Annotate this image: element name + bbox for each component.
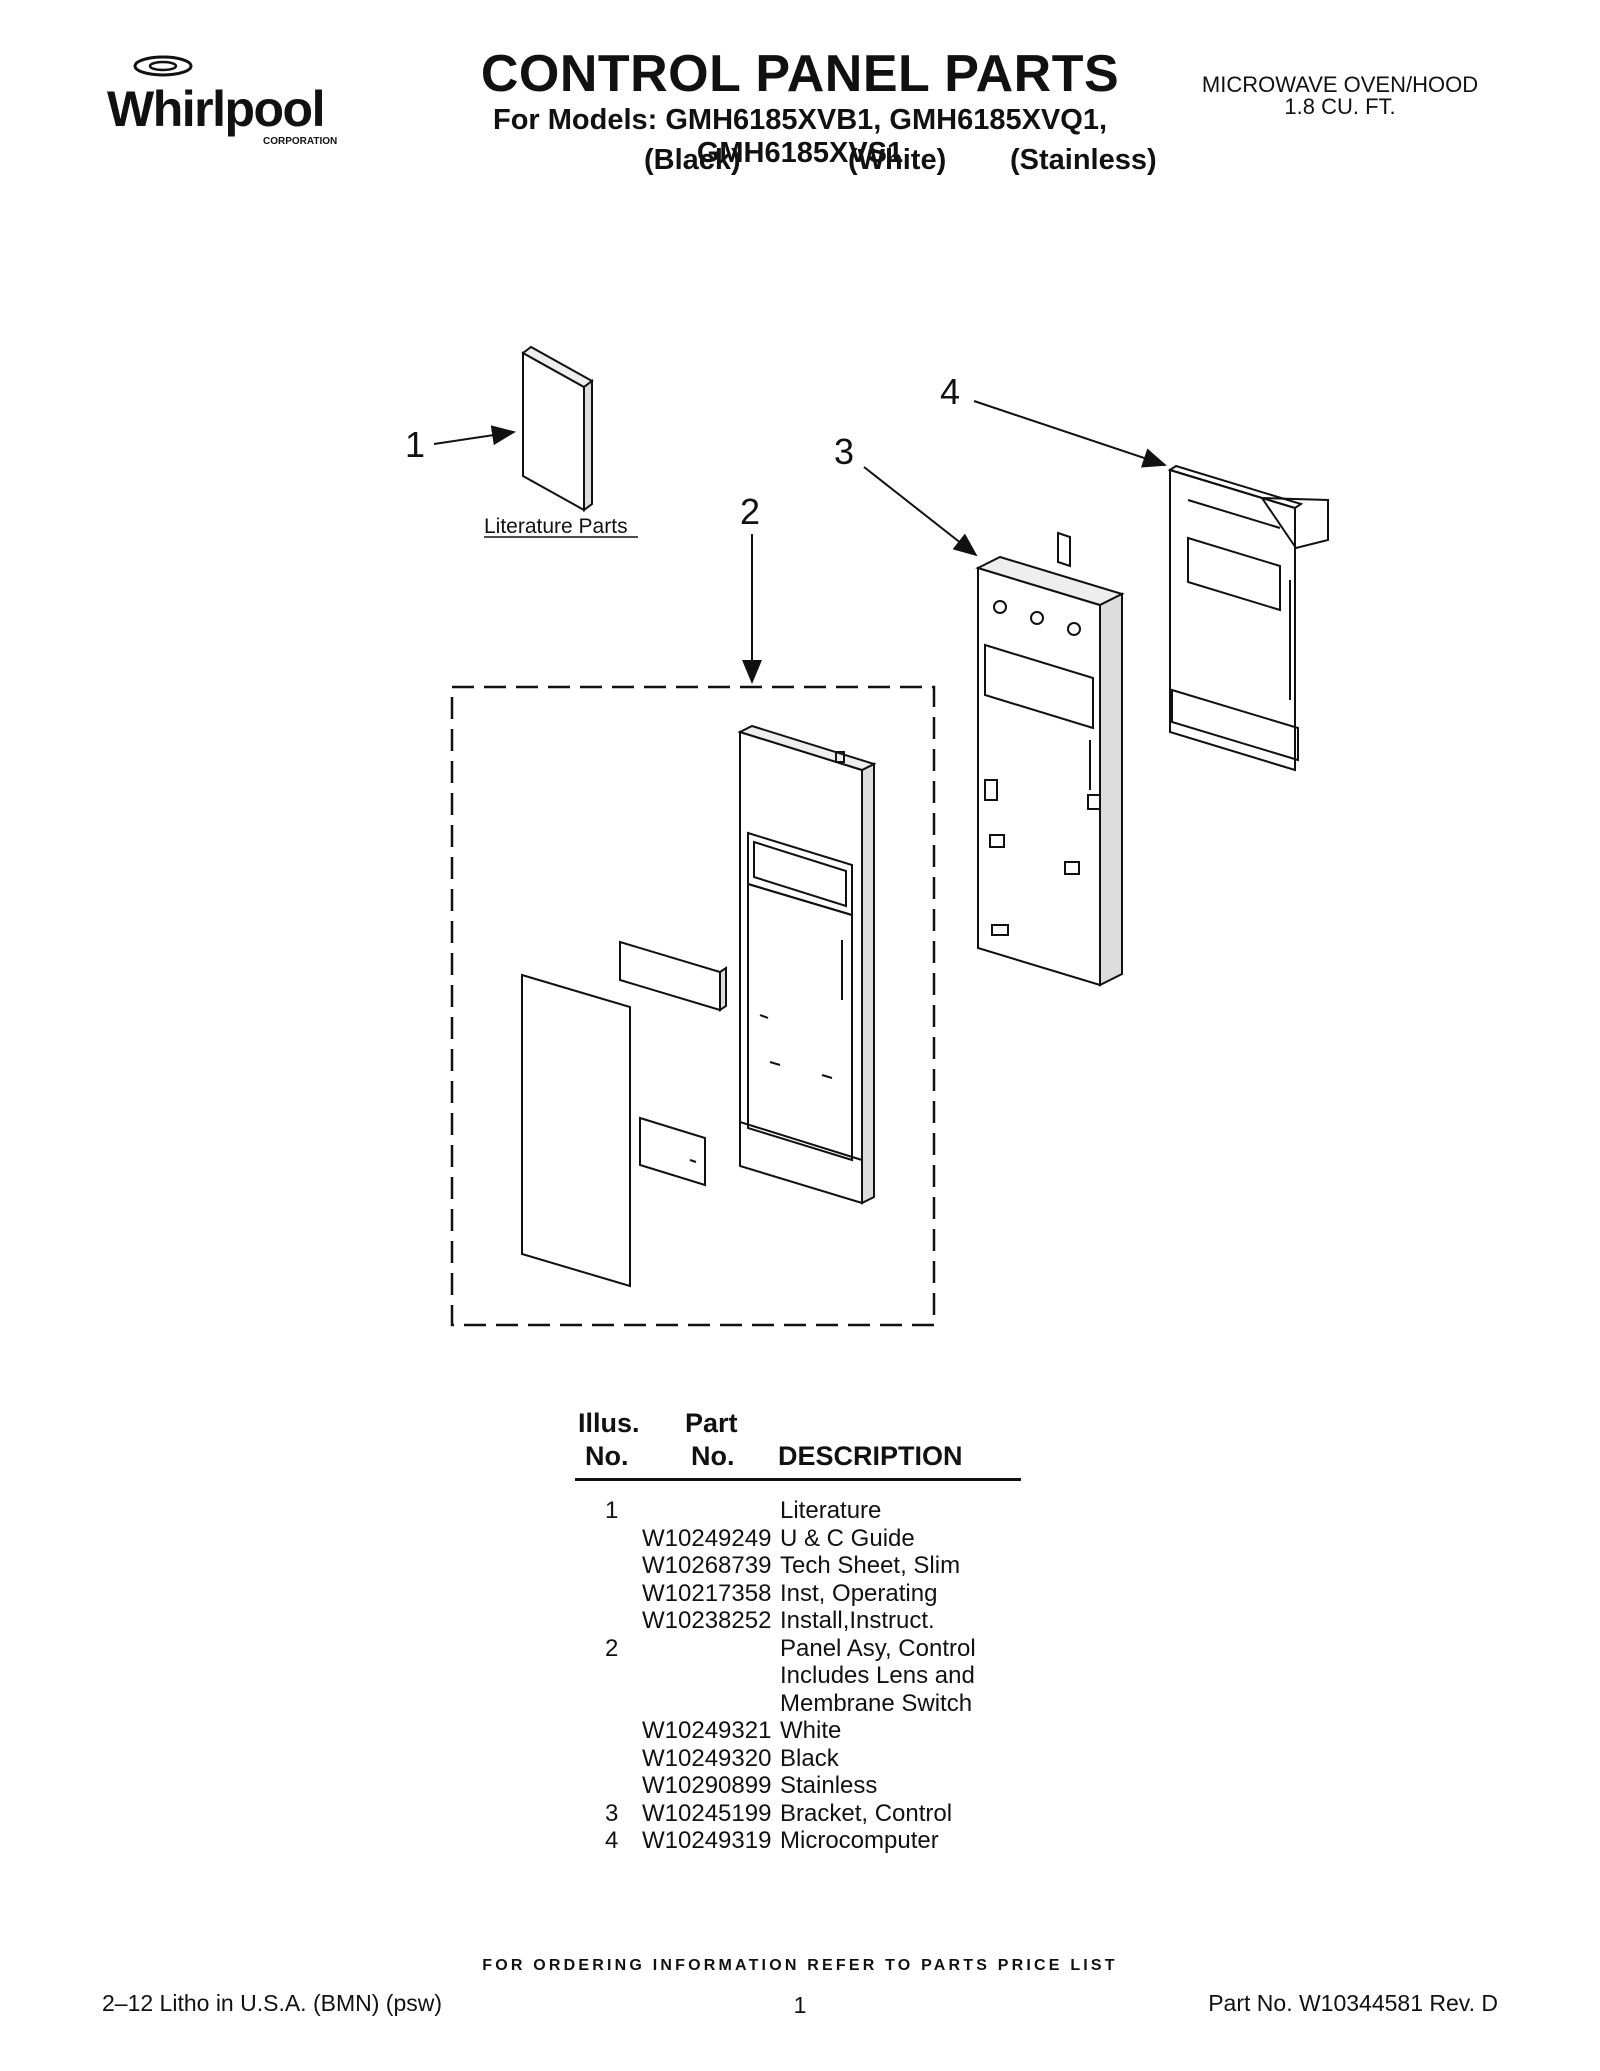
illus-header-line1: Illus. — [578, 1408, 640, 1438]
control-bracket — [975, 531, 1125, 987]
product-line-2: 1.8 CU. FT. — [1284, 94, 1396, 119]
header-rule — [575, 1478, 1021, 1481]
page-title: CONTROL PANEL PARTS — [480, 45, 1120, 103]
part-header-line1: Part — [685, 1408, 738, 1438]
brand-wordmark: Whirlpool — [107, 81, 324, 137]
illus-cell: 2 — [605, 1634, 619, 1662]
variant-black: (Black) — [644, 144, 741, 176]
variant-stainless: (Stainless) — [1010, 144, 1157, 176]
document-part-number: Part No. W10344581 Rev. D — [1208, 1990, 1498, 2016]
part-number-cell: W10245199 — [642, 1799, 772, 1827]
description-cell: Tech Sheet, Slim — [780, 1552, 961, 1579]
description-cell: Install,Instruct. — [780, 1607, 935, 1634]
display-window-lens — [619, 940, 727, 1012]
part-number-cell: W10268739 — [642, 1552, 772, 1579]
table-row: W10238252 Install,Instruct. — [575, 1607, 1035, 1635]
table-row: W10217358 Inst, Operating — [575, 1580, 1035, 1608]
table-row: W10249320 Black — [575, 1745, 1035, 1773]
description-cell: Microcomputer — [780, 1827, 939, 1854]
part-number-cell: W10238252 — [642, 1607, 772, 1634]
callout-2: 2 — [740, 491, 760, 532]
litho-note: 2‒12 Litho in U.S.A. (BMN) (psw) — [102, 1990, 443, 2016]
variant-white: (White) — [848, 144, 947, 176]
panel-assembly-box — [450, 685, 936, 1327]
table-row: W10249321 White — [575, 1717, 1035, 1745]
callout-3: 3 — [834, 431, 854, 472]
description-cell: Bracket, Control — [780, 1799, 953, 1827]
whirlpool-logo: Whirlpool CORPORATION — [105, 52, 357, 152]
part-number-cell: W10249320 — [642, 1744, 772, 1772]
exploded-parts-diagram: 1 2 3 4 Literature Parts — [405, 345, 1329, 1327]
table-row: W10268739 Tech Sheet, Slim — [575, 1552, 1035, 1580]
models-line: For Models: GMH6185XVB1, GMH6185XVQ1, GM… — [492, 104, 1108, 169]
product-line-1: MICROWAVE OVEN/HOOD — [1201, 72, 1479, 97]
illus-header-line2: No. — [585, 1441, 629, 1471]
table-row: 1 Literature — [575, 1497, 1035, 1525]
part-number-cell: W10290899 — [642, 1772, 772, 1799]
illus-cell: 4 — [605, 1827, 619, 1854]
illus-cell: 1 — [605, 1497, 619, 1524]
part-header-line2: No. — [691, 1441, 735, 1471]
membrane-tail — [639, 1116, 706, 1187]
brand-corporation: CORPORATION — [263, 136, 337, 147]
callout-4-leader — [973, 400, 1167, 468]
membrane-switch — [521, 973, 631, 1288]
description-cell: Includes Lens and — [780, 1662, 975, 1689]
page-number: 1 — [793, 1992, 807, 2018]
description-cell: U & C Guide — [780, 1524, 915, 1552]
microcomputer-board — [1167, 464, 1329, 772]
ordering-note: FOR ORDERING INFORMATION REFER TO PARTS … — [482, 1957, 1118, 1974]
product-type: MICROWAVE OVEN/HOOD 1.8 CU. FT. — [1180, 74, 1500, 118]
table-row: 4 W10249319 Microcomputer — [575, 1827, 1035, 1855]
callout-1-leader — [433, 425, 516, 446]
callout-4: 4 — [940, 371, 960, 412]
description-cell: White — [780, 1717, 842, 1744]
callout-3-leader — [863, 466, 978, 557]
illus-cell: 3 — [605, 1799, 619, 1827]
table-row: W10249249 U & C Guide — [575, 1525, 1035, 1553]
description-cell: Panel Asy, Control — [780, 1634, 976, 1662]
table-row: 3 W10245199 Bracket, Control — [575, 1800, 1035, 1828]
description-cell: Stainless — [780, 1772, 878, 1799]
part-number-cell: W10249319 — [642, 1827, 772, 1854]
description-cell: Membrane Switch — [780, 1689, 973, 1717]
part-number-cell: W10217358 — [642, 1579, 772, 1607]
literature-booklet — [521, 345, 594, 512]
description-cell: Inst, Operating — [780, 1579, 938, 1607]
table-row: Membrane Switch — [575, 1690, 1035, 1718]
description-cell: Literature — [780, 1497, 882, 1524]
table-row: 2 Panel Asy, Control — [575, 1635, 1035, 1663]
callout-1: 1 — [405, 424, 425, 465]
description-cell: Black — [780, 1744, 839, 1772]
table-row: Includes Lens and — [575, 1662, 1035, 1690]
part-number-cell: W10249321 — [642, 1717, 772, 1744]
description-header: DESCRIPTION — [778, 1441, 963, 1471]
literature-parts-label: Literature Parts — [484, 515, 628, 538]
part-number-cell: W10249249 — [642, 1524, 772, 1552]
control-panel-frame — [737, 724, 877, 1205]
table-row: W10290899 Stainless — [575, 1772, 1035, 1800]
